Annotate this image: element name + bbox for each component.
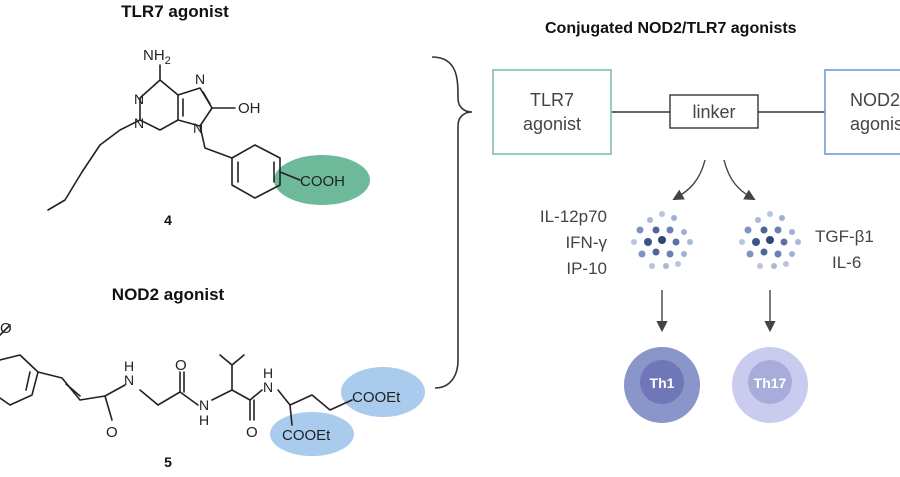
linker-box: [669, 94, 759, 129]
grouping-brace: [431, 56, 473, 389]
cytokine-dot: [780, 238, 788, 246]
oh-label: OH: [238, 100, 261, 117]
tlr7-box-line1: TLR7: [530, 90, 574, 110]
cytokine-dot: [652, 226, 660, 234]
ring-n-label: N: [195, 71, 205, 87]
th17-label: Th17: [754, 375, 787, 391]
cooh-highlight: [274, 155, 370, 205]
arrow-to-th17-cytokines: [723, 159, 756, 201]
cytokine-dot: [659, 211, 665, 217]
cytokine-dot: [649, 263, 655, 269]
cytokine-dot: [789, 229, 795, 235]
cytokine-dot: [675, 261, 681, 267]
ring-n-label: N: [193, 120, 203, 136]
cytokine-dot: [771, 263, 777, 269]
cytokine-dot: [795, 239, 801, 245]
cytokine-dot: [760, 226, 768, 234]
carbonyl-o-3: O: [246, 424, 258, 441]
carbonyl-o-1: O: [106, 424, 118, 441]
cytokine-dot: [666, 226, 674, 234]
cytokine-dot: [658, 236, 666, 244]
cytokine-dot: [779, 215, 785, 221]
nod2-agonist-box: [824, 69, 900, 155]
th17-nucleus: [748, 360, 792, 404]
carbonyl-o-2: O: [175, 357, 187, 374]
nod2-agonist-title: NOD2 agonist: [112, 285, 225, 304]
amide-n-2: N: [199, 397, 209, 413]
cytokine-dot: [631, 239, 637, 245]
cytokine-ifn-gamma: IFN-γ: [565, 233, 607, 252]
cytokine-dot: [752, 238, 760, 246]
cooet-top-label: COOEt: [352, 389, 401, 406]
cytokine-dot: [671, 215, 677, 221]
cytokine-dot: [681, 229, 687, 235]
cytokine-dot: [757, 263, 763, 269]
cytokine-dot: [681, 251, 687, 257]
amide-h-1: H: [124, 358, 134, 374]
th1-label: Th1: [650, 375, 675, 391]
compound-5-number: 5: [164, 454, 172, 470]
cytokine-ip10: IP-10: [566, 259, 607, 278]
cytokine-dot: [755, 217, 761, 223]
amide-h-3: H: [263, 365, 273, 381]
cytokine-il12p70: IL-12p70: [540, 207, 607, 226]
arrow-to-th1-cytokines: [672, 159, 706, 201]
cooet-top-highlight: [341, 367, 425, 417]
tlr7-agonist-box: [492, 69, 612, 155]
cytokine-dot: [638, 250, 646, 258]
cytokine-dot: [774, 250, 782, 258]
cytokine-dot: [774, 226, 782, 234]
tlr7-agonist-title: TLR7 agonist: [121, 2, 229, 21]
cytokine-tgf-beta1: TGF-β1: [815, 227, 874, 246]
cooh-label: COOH: [300, 173, 345, 190]
amide-n-1: N: [124, 372, 134, 388]
tlr7-box-line2: agonist: [523, 114, 581, 134]
cytokine-dot: [739, 239, 745, 245]
cytokine-dot: [760, 248, 768, 256]
nh2-label: NH2: [143, 47, 171, 67]
ring-n-label: N: [134, 115, 144, 131]
cytokine-dot: [652, 248, 660, 256]
cytokine-dot: [636, 226, 644, 234]
cytokine-dot: [783, 261, 789, 267]
th1-nucleus: [640, 360, 684, 404]
cytokine-dot: [647, 217, 653, 223]
nod2-box-line2: agonist: [850, 114, 900, 134]
cooet-bottom-label: COOEt: [282, 427, 331, 444]
cytokine-dot: [767, 211, 773, 217]
cytokine-dot: [766, 236, 774, 244]
cytokine-il6: IL-6: [832, 253, 861, 272]
nod2-box-line1: NOD2: [850, 90, 900, 110]
cytokine-dot: [666, 250, 674, 258]
cytokine-dot: [672, 238, 680, 246]
amide-h-2: H: [199, 412, 209, 428]
cytokine-dot: [663, 263, 669, 269]
linker-label: linker: [692, 102, 735, 122]
methoxy-o: O: [0, 320, 12, 337]
compound-4-structure: [47, 64, 301, 211]
amide-n-3: N: [263, 379, 273, 395]
ring-n-label: N: [134, 91, 144, 107]
cytokine-dots-right: [739, 211, 801, 269]
cytokine-dot: [644, 238, 652, 246]
compound-4-number: 4: [164, 212, 172, 228]
cytokine-dots-left: [631, 211, 693, 269]
cytokine-dot: [744, 226, 752, 234]
cytokine-dot: [687, 239, 693, 245]
conjugated-title: Conjugated NOD2/TLR7 agonists: [545, 20, 797, 37]
cytokine-dot: [789, 251, 795, 257]
cytokine-dot: [746, 250, 754, 258]
compound-5-structure: [0, 324, 353, 426]
